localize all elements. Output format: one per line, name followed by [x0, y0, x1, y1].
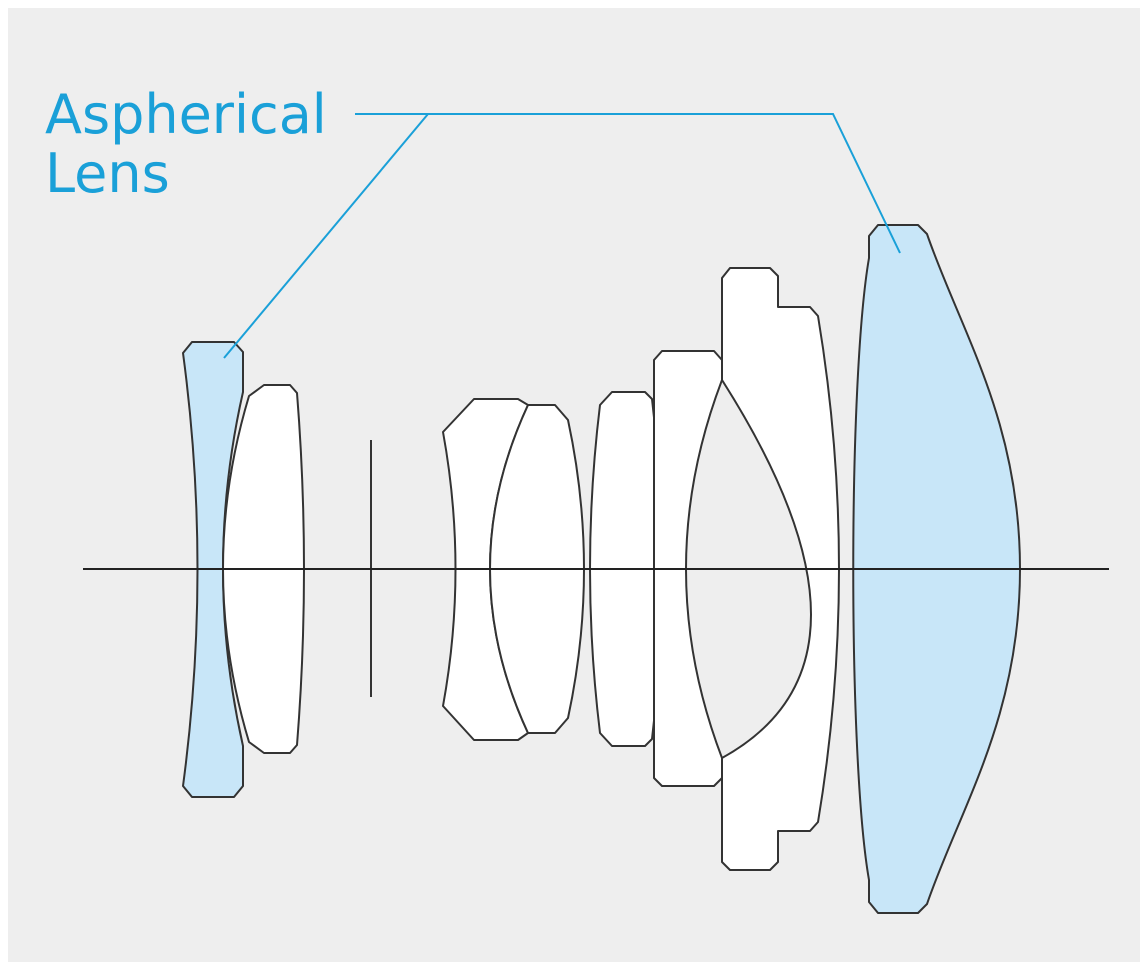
- label-line-2: Lens: [45, 142, 170, 205]
- leader-line-rear: [355, 113, 901, 254]
- label-line-1: Aspherical: [45, 83, 327, 146]
- leader-line-front: [223, 113, 429, 359]
